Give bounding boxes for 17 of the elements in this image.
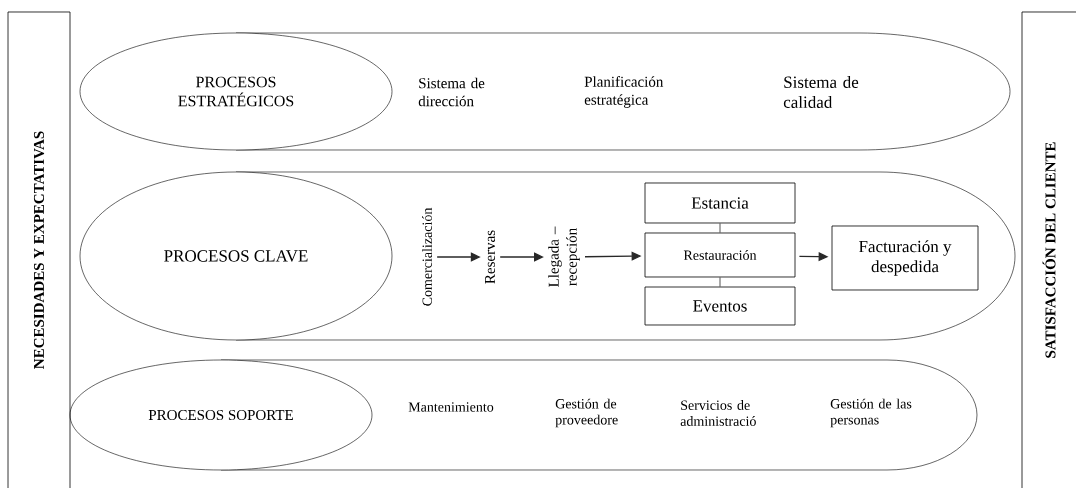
- process-box: Eventos: [644, 286, 796, 326]
- process-box: Restauración: [644, 232, 796, 278]
- process-box: Facturación y despedida: [831, 225, 979, 291]
- step-label: Reservas: [485, 230, 495, 284]
- side-panel: SATISFACCIÓN DEL CLIENTE: [1021, 11, 1076, 488]
- step-label: Llegada – recepción: [548, 226, 580, 287]
- process-label: Mantenimiento: [408, 402, 494, 412]
- step-label: Comercialización: [422, 207, 432, 306]
- process-label: Servicios de administració: [680, 400, 756, 426]
- process-label: Planificación estratégica: [584, 76, 664, 108]
- process-label: Gestión de las personas: [830, 398, 912, 428]
- arrow: [499, 252, 544, 262]
- process-label: Sistema de calidad: [783, 76, 859, 108]
- side-panel: NECESIDADES Y EXPECTATIVAS: [7, 11, 71, 488]
- process-label: Gestión de proveedore: [555, 398, 618, 428]
- process-label: Sistema de dirección: [418, 77, 485, 107]
- process-box: Estancia: [644, 182, 796, 224]
